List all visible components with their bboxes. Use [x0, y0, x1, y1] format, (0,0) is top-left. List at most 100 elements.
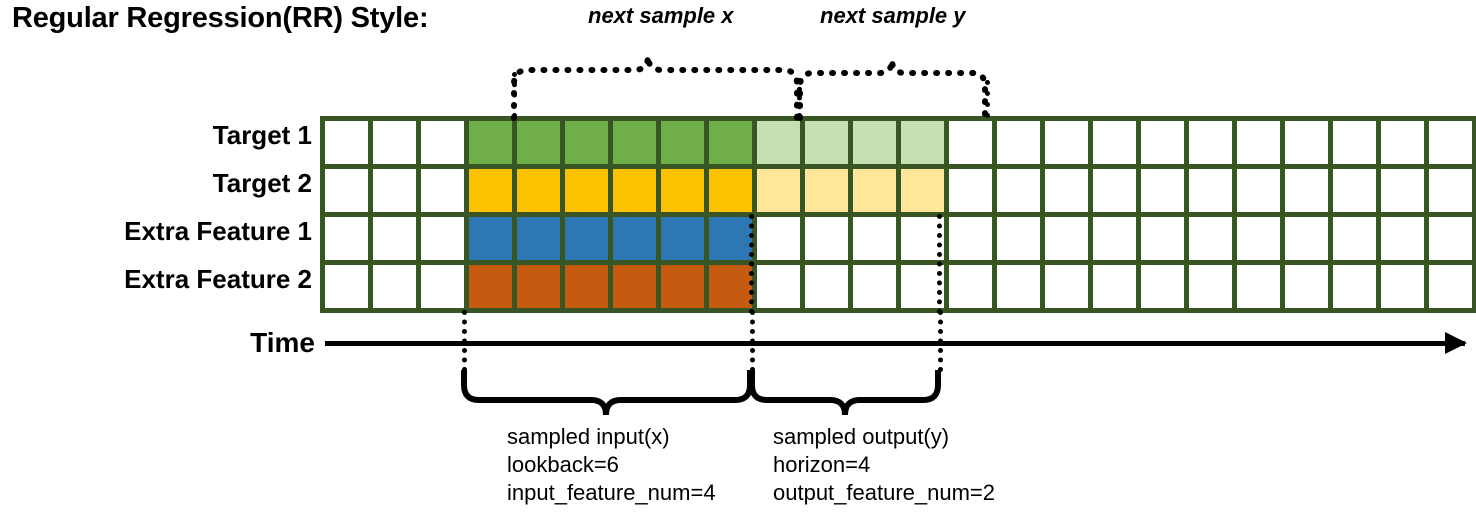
- guide-line-feature-block-left: [749, 214, 754, 314]
- guide-line-input-start-bottom: [462, 310, 467, 372]
- grid-cell-extra-feature-1-2: [373, 217, 416, 260]
- grid-cell-extra-feature-1-11: [805, 217, 848, 260]
- grid-cell-target-2-6: [565, 169, 608, 212]
- grid-cell-extra-feature-1-20: [1237, 217, 1280, 260]
- grid-cell-extra-feature-2-21: [1285, 265, 1328, 308]
- page-title: Regular Regression(RR) Style:: [12, 2, 429, 34]
- grid-cell-target-1-7: [613, 121, 656, 164]
- top-brace-output: [797, 59, 988, 121]
- grid-cell-extra-feature-2-15: [997, 265, 1040, 308]
- grid-cell-extra-feature-2-16: [1045, 265, 1088, 308]
- bottom-caption-output-line1: sampled output(y): [773, 424, 950, 449]
- grid-cell-extra-feature-1-10: [757, 217, 800, 260]
- time-axis-label: Time: [250, 327, 315, 358]
- bottom-caption-output: sampled output(y) horizon=4 output_featu…: [773, 423, 995, 507]
- row-labels: Target 1 Target 2 Extra Feature 1 Extra …: [10, 116, 312, 310]
- grid-cell-extra-feature-1-1: [325, 217, 368, 260]
- grid-cell-target-1-6: [565, 121, 608, 164]
- guide-line-input-end-top: [797, 78, 802, 118]
- grid-cell-extra-feature-1-5: [517, 217, 560, 260]
- grid-cell-extra-feature-2-13: [901, 265, 944, 308]
- grid-cell-extra-feature-2-22: [1333, 265, 1376, 308]
- grid-cell-target-2-5: [517, 169, 560, 212]
- grid-cell-target-1-22: [1333, 121, 1376, 164]
- grid-cell-target-2-1: [325, 169, 368, 212]
- grid-cell-extra-feature-2-17: [1093, 265, 1136, 308]
- bottom-caption-input: sampled input(x) lookback=6 input_featur…: [507, 423, 716, 507]
- guide-line-output-end-top: [985, 80, 990, 118]
- grid-cell-extra-feature-1-7: [613, 217, 656, 260]
- grid-cell-target-2-18: [1141, 169, 1184, 212]
- grid-cell-target-1-10: [757, 121, 800, 164]
- grid-cell-extra-feature-2-1: [325, 265, 368, 308]
- top-brace-input: [511, 55, 800, 121]
- guide-line-feature-block-right: [937, 214, 942, 314]
- grid-cell-extra-feature-2-2: [373, 265, 416, 308]
- grid-cell-extra-feature-1-6: [565, 217, 608, 260]
- grid-cell-target-1-18: [1141, 121, 1184, 164]
- grid-cell-target-1-14: [949, 121, 992, 164]
- grid-cell-extra-feature-2-7: [613, 265, 656, 308]
- grid-cell-target-1-12: [853, 121, 896, 164]
- grid-cell-extra-feature-2-8: [661, 265, 704, 308]
- grid-cell-target-1-2: [373, 121, 416, 164]
- row-label-target-1: Target 1: [212, 120, 312, 150]
- grid-cell-target-2-14: [949, 169, 992, 212]
- top-brace-caption-x: next sample x: [588, 3, 734, 28]
- grid-cell-target-2-22: [1333, 169, 1376, 212]
- grid-cell-target-2-2: [373, 169, 416, 212]
- grid-cell-target-2-16: [1045, 169, 1088, 212]
- grid-cell-extra-feature-1-9: [709, 217, 752, 260]
- grid-cell-extra-feature-2-12: [853, 265, 896, 308]
- grid-cell-extra-feature-2-19: [1189, 265, 1232, 308]
- grid-cell-extra-feature-2-9: [709, 265, 752, 308]
- grid-cell-target-1-1: [325, 121, 368, 164]
- grid-cell-target-2-23: [1381, 169, 1424, 212]
- grid-cell-extra-feature-2-24: [1429, 265, 1472, 308]
- grid-cell-target-2-24: [1429, 169, 1472, 212]
- grid-cell-target-1-9: [709, 121, 752, 164]
- grid-cell-extra-feature-2-14: [949, 265, 992, 308]
- guide-line-input-end-bottom: [750, 310, 755, 372]
- grid-cell-target-2-17: [1093, 169, 1136, 212]
- grid-cell-target-2-20: [1237, 169, 1280, 212]
- guide-line-input-start-top: [512, 72, 517, 118]
- grid-cell-extra-feature-2-4: [469, 265, 512, 308]
- grid-cell-extra-feature-1-21: [1285, 217, 1328, 260]
- grid-cell-target-2-15: [997, 169, 1040, 212]
- grid-cell-target-1-4: [469, 121, 512, 164]
- grid-cell-extra-feature-2-6: [565, 265, 608, 308]
- grid-cell-extra-feature-1-24: [1429, 217, 1472, 260]
- grid-cell-target-1-13: [901, 121, 944, 164]
- grid-cell-extra-feature-2-10: [757, 265, 800, 308]
- grid-cell-target-1-17: [1093, 121, 1136, 164]
- grid-cell-target-2-19: [1189, 169, 1232, 212]
- grid-cell-extra-feature-1-14: [949, 217, 992, 260]
- grid-cell-target-2-12: [853, 169, 896, 212]
- grid-cell-extra-feature-1-12: [853, 217, 896, 260]
- row-label-target-2: Target 2: [212, 168, 312, 198]
- bottom-brace-output: [749, 370, 941, 416]
- grid-cell-extra-feature-1-19: [1189, 217, 1232, 260]
- grid-cell-extra-feature-1-17: [1093, 217, 1136, 260]
- grid-cell-target-1-16: [1045, 121, 1088, 164]
- grid-cell-extra-feature-1-16: [1045, 217, 1088, 260]
- grid-cell-extra-feature-1-3: [421, 217, 464, 260]
- grid-cell-extra-feature-2-18: [1141, 265, 1184, 308]
- bottom-caption-output-line3: output_feature_num=2: [773, 480, 996, 505]
- grid-cell-target-2-9: [709, 169, 752, 212]
- grid-cell-extra-feature-1-8: [661, 217, 704, 260]
- grid-cell-target-2-8: [661, 169, 704, 212]
- grid-cell-extra-feature-2-11: [805, 265, 848, 308]
- grid-cell-extra-feature-2-5: [517, 265, 560, 308]
- bottom-caption-input-line1: sampled input(x): [507, 424, 670, 449]
- grid-cell-target-2-13: [901, 169, 944, 212]
- row-label-extra-feature-2: Extra Feature 2: [124, 264, 312, 294]
- grid-cell-target-1-15: [997, 121, 1040, 164]
- grid-cell-target-2-3: [421, 169, 464, 212]
- grid-cell-target-1-11: [805, 121, 848, 164]
- bottom-caption-input-line3: input_feature_num=4: [507, 480, 716, 505]
- grid-cell-extra-feature-1-22: [1333, 217, 1376, 260]
- grid-cell-extra-feature-2-23: [1381, 265, 1424, 308]
